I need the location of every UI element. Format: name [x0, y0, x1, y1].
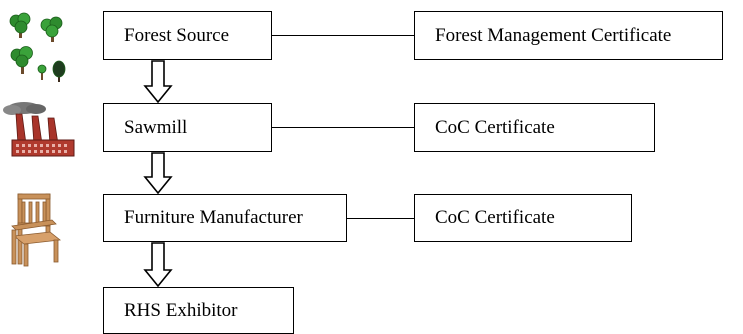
chain-step-rhs-exhibitor: RHS Exhibitor — [103, 287, 294, 334]
flow-arrow — [143, 242, 173, 288]
certificate-connector — [272, 35, 414, 36]
certificate-label: Forest Management Certificate — [435, 24, 672, 46]
chain-step-forest-source: Forest Source — [103, 11, 272, 60]
certificate-connector — [272, 127, 414, 128]
certificate-coc-manufacturer: CoC Certificate — [414, 194, 632, 242]
factory-icon — [3, 102, 75, 157]
certificate-connector — [347, 218, 414, 219]
trees-icon — [9, 12, 66, 82]
chain-step-label: RHS Exhibitor — [124, 299, 238, 321]
chain-step-label: Forest Source — [124, 24, 230, 46]
certificate-coc-sawmill: CoC Certificate — [414, 103, 655, 152]
flow-arrow — [143, 60, 173, 104]
certificate-label: CoC Certificate — [435, 207, 555, 228]
certificate-forest-management: Forest Management Certificate — [414, 11, 723, 60]
chain-step-label: Sawmill — [124, 116, 188, 138]
chain-step-furniture-manufacturer: Furniture Manufacturer — [103, 194, 347, 242]
certificate-label: CoC Certificate — [435, 116, 555, 138]
chair-icon — [11, 193, 62, 267]
chain-step-sawmill: Sawmill — [103, 103, 272, 152]
chain-step-label: Furniture Manufacturer — [124, 207, 303, 228]
flow-arrow — [143, 152, 173, 195]
